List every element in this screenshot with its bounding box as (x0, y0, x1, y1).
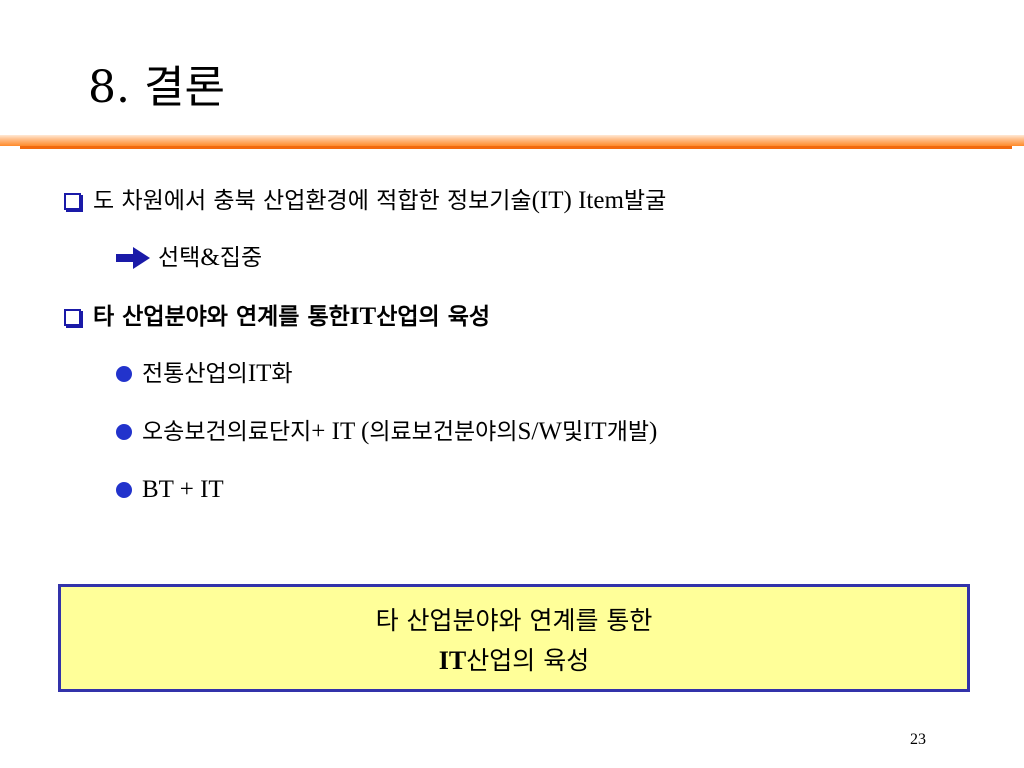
bullet-2-sub-1-text: 전통산업의 (142, 361, 248, 387)
bullet-2-sub-2-sw: S/W (517, 418, 562, 445)
square-bullet-icon (64, 192, 81, 210)
callout-line-1: 타 산업분야와 연계를 통한 (375, 606, 653, 635)
bullet-item-2-sub-2: 오송보건의료단지 + IT (의료보건분야의 S/W 및 IT 개발) (116, 417, 657, 447)
summary-callout-box: 타 산업분야와 연계를 통한 IT산업의 육성 (58, 584, 970, 692)
bullet-1-sub-text: 선택 (158, 245, 201, 271)
bullet-2-sub-2-and: 및 (561, 419, 584, 445)
page-number: 23 (910, 731, 926, 748)
bullet-2-text: 타 산업분야와 연계를 통한 (93, 304, 350, 330)
bullet-2-sub-2-dev: 개발 (606, 419, 650, 445)
bullet-2-sub-1-latin: IT (247, 360, 272, 387)
bullet-1-text-end: 발굴 (623, 188, 667, 214)
bullet-2-sub-3-text: BT + IT (142, 476, 224, 503)
bullet-2-sub-1-text-end: 화 (271, 361, 293, 387)
bullet-2-sub-2-close-paren: ) (649, 418, 658, 445)
bullet-2-latin: IT (349, 303, 377, 330)
square-bullet-icon (64, 308, 81, 326)
bullet-2-sub-2-it: IT (583, 418, 607, 445)
dot-bullet-icon (116, 482, 132, 498)
callout-line-2-text: 산업의 육성 (466, 646, 590, 675)
dot-bullet-icon (116, 424, 132, 440)
bullet-2-text-end: 산업의 육성 (376, 304, 491, 330)
slide-title: 8. 결론 (88, 62, 225, 113)
bullet-2-sub-2-text: 오송보건의료단지 (142, 419, 312, 445)
callout-line-2-latin: IT (438, 646, 467, 675)
bullet-2-sub-2-plus-it: + IT ( (311, 418, 370, 445)
right-arrow-icon (116, 247, 150, 269)
bullet-item-1-sub: 선택 & 집중 (116, 243, 262, 273)
title-divider (0, 135, 1024, 151)
title-divider-line (20, 146, 1012, 149)
callout-line-2: IT산업의 육성 (61, 645, 967, 677)
bullet-1-text: 도 차원에서 충북 산업환경에 적합한 정보기술 (93, 188, 532, 214)
bullet-item-1: 도 차원에서 충북 산업환경에 적합한 정보기술(IT) Item 발굴 (64, 186, 666, 216)
bullet-item-2-sub-3: BT + IT (116, 475, 224, 505)
bullet-1-sub-ampersand: & (200, 244, 220, 271)
title-divider-gradient (0, 135, 1024, 146)
bullet-1-latin: (IT) Item (531, 187, 624, 214)
dot-bullet-icon (116, 366, 132, 382)
bullet-2-sub-2-field: 의료보건분야의 (369, 419, 518, 445)
bullet-1-sub-text-end: 집중 (219, 245, 263, 271)
